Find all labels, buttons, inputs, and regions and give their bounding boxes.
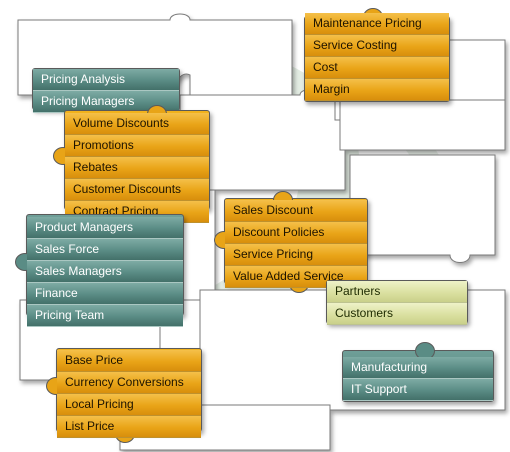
list-item: Rebates: [65, 157, 209, 179]
list-item: IT Support: [343, 379, 493, 401]
list-item: Customer Discounts: [65, 179, 209, 201]
list-item: Pricing Analysis: [33, 69, 179, 91]
volume-discounts-piece: Volume Discounts Promotions Rebates Cust…: [53, 105, 210, 223]
base-price-piece: Base Price Currency Conversions Local Pr…: [46, 348, 202, 443]
sales-discount-piece: Sales Discount Discount Policies Service…: [214, 191, 368, 293]
partners-list: Partners Customers: [327, 281, 467, 325]
service-costing-list: Maintenance Pricing Service Costing Cost…: [305, 13, 449, 101]
list-item: Pricing Managers: [33, 91, 179, 113]
sales-discount-list: Sales Discount Discount Policies Service…: [225, 200, 367, 288]
list-item: Discount Policies: [225, 222, 367, 244]
list-item: List Price: [57, 416, 201, 438]
list-item: Product Managers: [27, 217, 183, 239]
base-price-list: Base Price Currency Conversions Local Pr…: [57, 350, 201, 438]
pricing-analysis-list: Pricing Analysis Pricing Managers: [33, 69, 179, 113]
list-item: Sales Managers: [27, 261, 183, 283]
list-item: Base Price: [57, 350, 201, 372]
white-tile: [339, 93, 506, 151]
list-item: Customers: [327, 303, 467, 325]
list-item: Volume Discounts: [65, 113, 209, 135]
manufacturing-list: Manufacturing IT Support: [343, 357, 493, 401]
list-item: Local Pricing: [57, 394, 201, 416]
list-item: Finance: [27, 283, 183, 305]
list-item: Margin: [305, 79, 449, 101]
pricing-analysis-piece: Pricing Analysis Pricing Managers: [32, 68, 180, 113]
list-item: Sales Discount: [225, 200, 367, 222]
list-item: Maintenance Pricing: [305, 13, 449, 35]
list-item: Service Costing: [305, 35, 449, 57]
product-managers-list: Product Managers Sales Force Sales Manag…: [27, 217, 183, 327]
product-managers-piece: Product Managers Sales Force Sales Manag…: [15, 214, 184, 327]
list-item: Cost: [305, 57, 449, 79]
volume-discounts-list: Volume Discounts Promotions Rebates Cust…: [65, 113, 209, 223]
list-item: Pricing Team: [27, 305, 183, 327]
list-item: Partners: [327, 281, 467, 303]
white-tile: [349, 154, 496, 263]
partners-piece: Partners Customers: [326, 280, 468, 325]
list-item: Manufacturing: [343, 357, 493, 379]
manufacturing-piece: Manufacturing IT Support: [342, 342, 494, 402]
list-item: Currency Conversions: [57, 372, 201, 394]
list-item: Service Pricing: [225, 244, 367, 266]
list-item: Promotions: [65, 135, 209, 157]
list-item: Sales Force: [27, 239, 183, 261]
service-costing-piece: Maintenance Pricing Service Costing Cost…: [304, 8, 450, 102]
